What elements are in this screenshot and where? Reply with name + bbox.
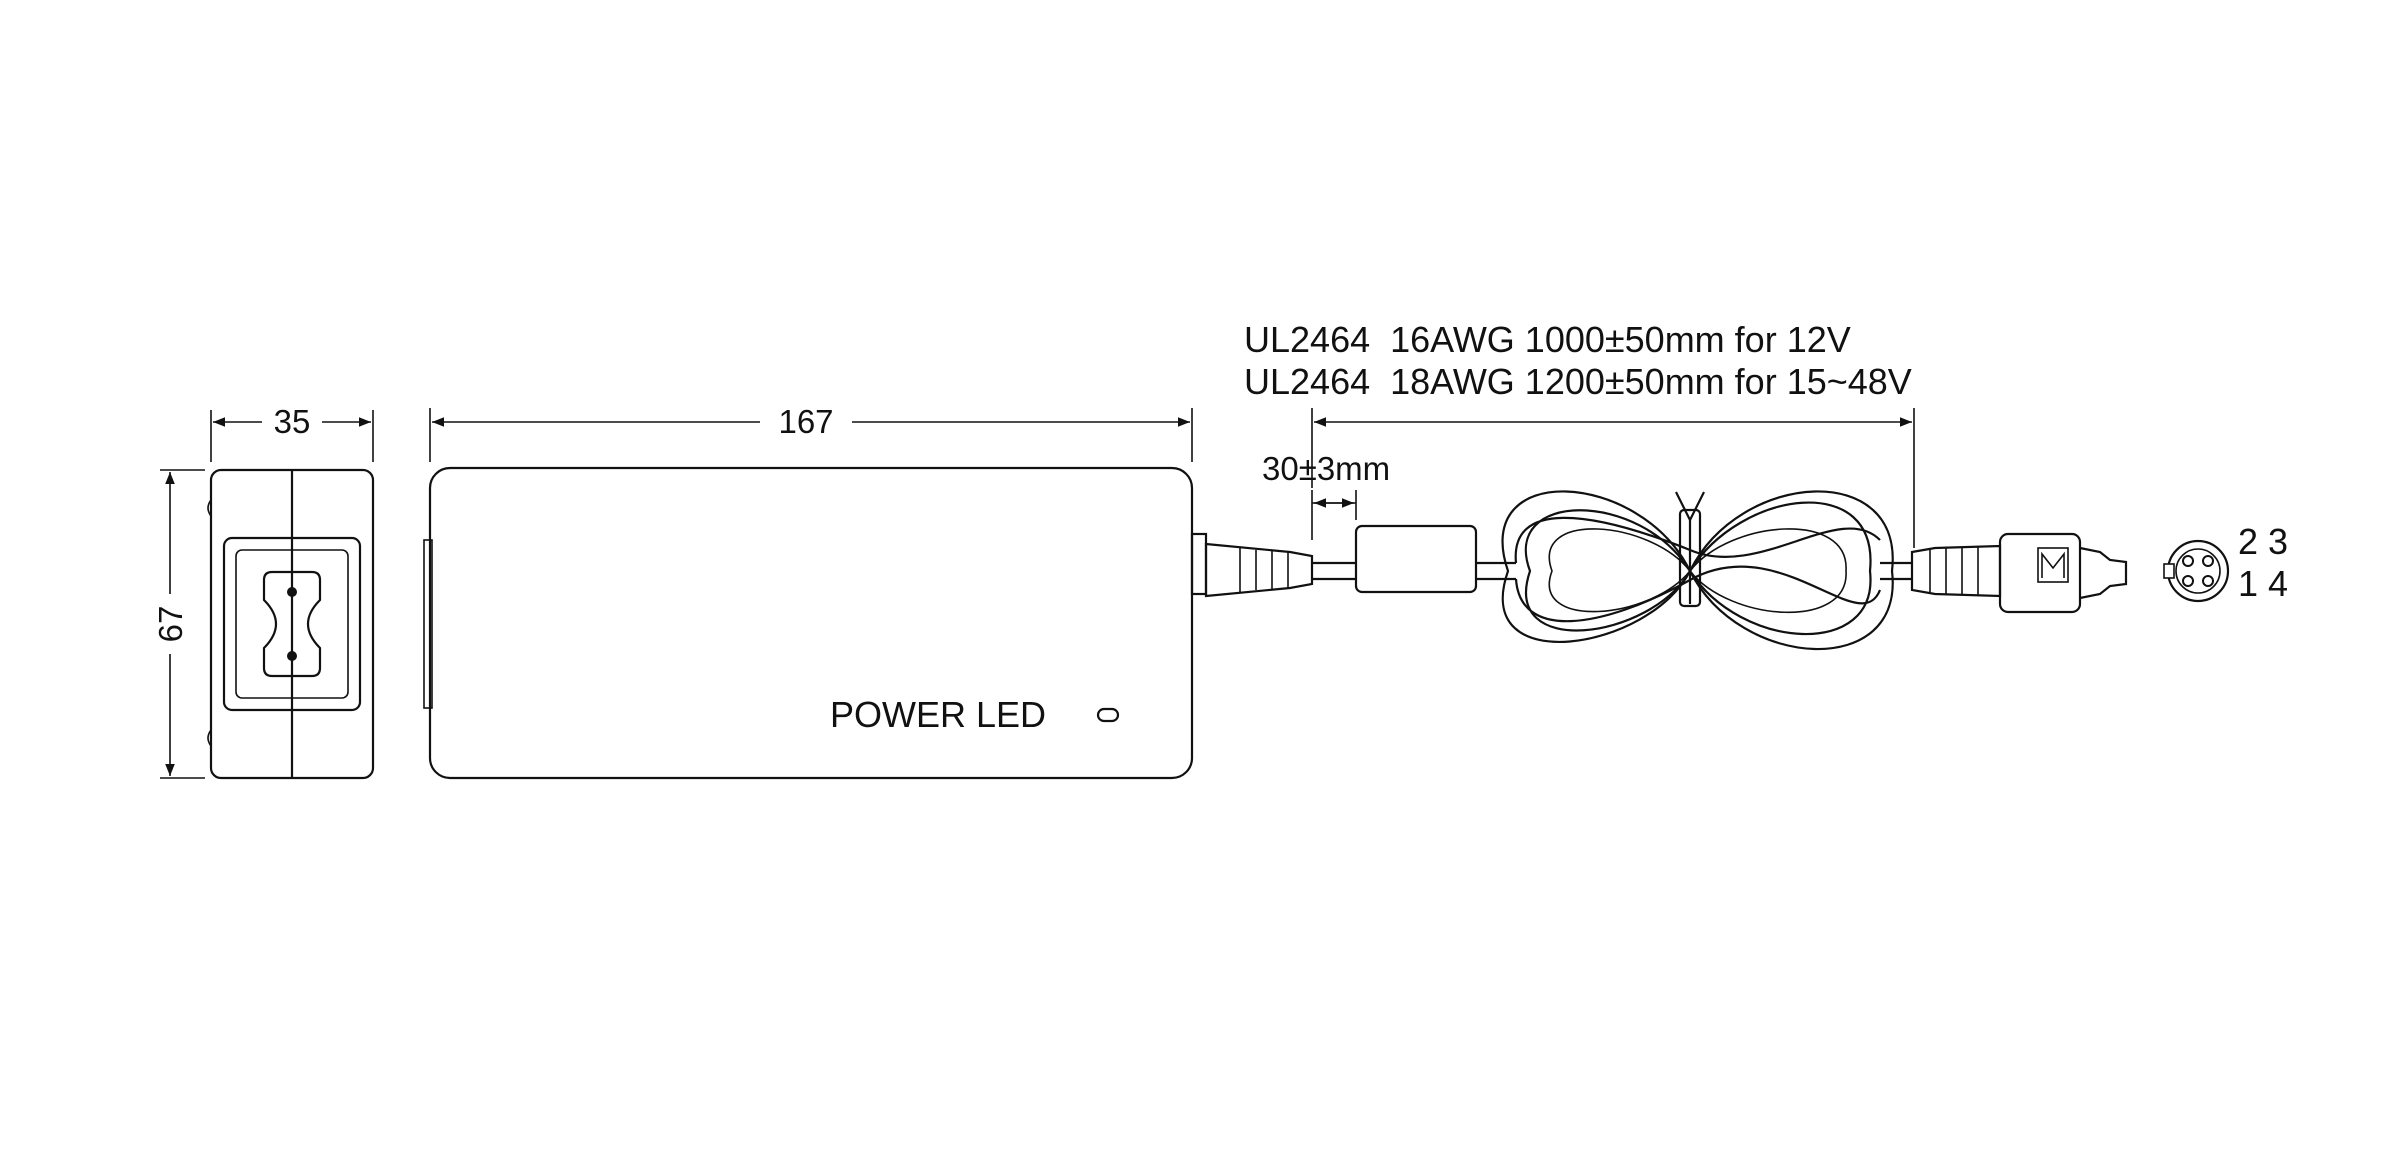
din-connector-body [1998,532,2082,614]
connector-pin-face [2163,539,2230,603]
ferrite-core [1354,524,1478,594]
pin-numbers-top: 2 3 [2238,521,2288,562]
cable-tie [1675,491,1705,608]
ferrite-distance-dimension: 30±3mm [1262,450,1390,487]
ac-inlet-icon [262,570,322,678]
cable-assembly: 2 3 1 4 30±3mm UL2464 16AWG 1000±50mm fo… [1190,319,2288,651]
power-led-indicator [1096,707,1120,723]
end-view: 35 67 [152,403,375,780]
adapter-body: POWER LED 167 [423,403,1194,780]
cable-spec-line-1: UL2464 16AWG 1000±50mm for 12V [1244,319,1851,360]
height-dimension: 67 [152,606,189,643]
power-led-label: POWER LED [830,694,1046,735]
length-dimension: 167 [778,403,833,440]
pin-numbers-bottom: 1 4 [2238,563,2288,604]
width-dimension: 35 [274,403,311,440]
cable-spec-line-2: UL2464 18AWG 1200±50mm for 15~48V [1244,361,1912,402]
cable-coil [1524,501,1872,636]
